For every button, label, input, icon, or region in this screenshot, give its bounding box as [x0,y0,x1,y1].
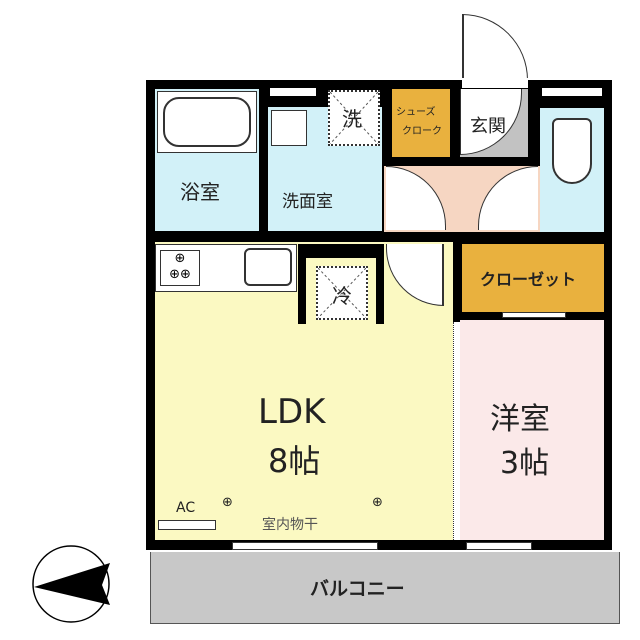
bathtub [157,91,257,153]
washer-space [328,90,380,146]
sink [244,248,292,286]
western-room [460,320,604,540]
ldk-size: 8帖 [268,442,321,480]
entrance-door-swing [462,14,528,80]
ldk-name: LDK [258,392,326,432]
bath-label: 浴室 [180,180,220,204]
drying-hook-icon-left: ⊕ [222,495,233,510]
closet [462,244,604,312]
shoe-closet-label-1: シューズ [396,107,436,118]
washroom-label: 洗面室 [282,192,333,212]
western-size: 3帖 [500,446,550,481]
fridge-space [316,266,368,320]
balcony-label: バルコニー [310,578,405,600]
entrance-label: 玄関 [470,116,506,137]
ac-unit [158,520,216,530]
ldk-window [232,542,378,550]
window-top-washroom [270,88,316,96]
window-top-toilet [542,88,602,96]
sliding-partition [453,322,460,540]
shoe-closet [392,89,450,157]
drying-hook-icon-right: ⊕ [372,495,383,510]
western-name: 洋室 [490,402,550,437]
stove-icon: ⊕⊕⊕ [160,250,200,286]
fridge-label: 冷 [332,284,352,308]
ac-label: AC [176,500,196,516]
closet-label: クローゼット [480,270,577,289]
closet-door [502,312,566,318]
entrance-opening [462,78,528,88]
wash-basin [271,110,307,146]
western-window [466,542,532,550]
north-compass-icon [32,545,110,623]
balcony [150,552,620,624]
indoor-drying-label: 室内物干 [262,517,318,533]
shoe-closet-label-2: クローク [402,126,442,137]
toilet [552,118,592,184]
washer-label: 洗 [342,107,362,131]
